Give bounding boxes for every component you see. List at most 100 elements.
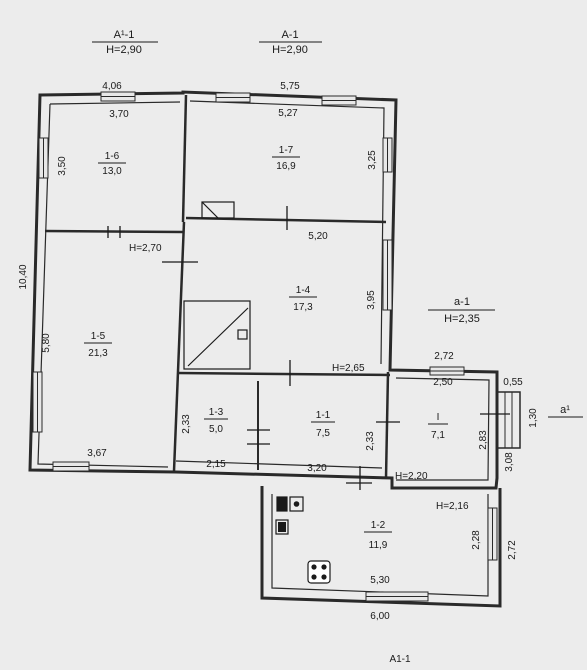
porch-inner [395, 377, 490, 481]
dim-272b: 2,72 [507, 540, 518, 560]
room-1-6: 1-6 13,0 [98, 151, 126, 177]
dim-406: 4,06 [102, 81, 122, 92]
stoop-outline [497, 391, 521, 449]
svg-text:16,9: 16,9 [276, 161, 296, 172]
cooker-icon [275, 519, 289, 535]
wall-16-17 [181, 94, 188, 223]
dim-320: 3,20 [307, 463, 327, 474]
dim-527: 5,27 [278, 108, 298, 119]
window-I-top [429, 366, 465, 376]
dim-600: 6,00 [370, 611, 390, 622]
height-220: Н=2,20 [395, 471, 428, 482]
wall-17-14 [185, 216, 387, 224]
dim-233a: 2,33 [181, 414, 192, 434]
dim-228: 2,28 [471, 530, 482, 550]
wall-16-15 [44, 229, 184, 234]
svg-text:11,9: 11,9 [369, 540, 388, 551]
dim-575: 5,75 [280, 81, 300, 92]
door-13-11 [247, 429, 270, 445]
svg-text:7,5: 7,5 [316, 428, 330, 439]
walls [28, 90, 521, 608]
stove-icon [183, 300, 251, 370]
room-1-3: 1-3 5,0 [204, 407, 228, 435]
window-12-bottom [365, 591, 429, 602]
window-14-right [382, 239, 393, 311]
dim-250: 2,50 [433, 377, 453, 388]
svg-text:1-3: 1-3 [209, 407, 224, 418]
dim-283: 2,83 [478, 430, 489, 450]
wall-14-13 [177, 371, 391, 377]
svg-text:1-5: 1-5 [91, 331, 106, 342]
window-16-left [38, 137, 49, 179]
height-265: Н=2,65 [332, 363, 365, 374]
window-17-top-right [321, 95, 357, 106]
dim-530: 5,30 [370, 575, 390, 586]
dim-580: 5,80 [41, 333, 52, 353]
dim-215: 2,15 [206, 459, 226, 470]
dim-367: 3,67 [87, 448, 107, 459]
dim-325: 3,25 [367, 150, 378, 170]
room-1-4: 1-4 17,3 [289, 285, 317, 313]
svg-text:7,1: 7,1 [431, 430, 445, 441]
door-11-12 [346, 466, 372, 490]
window-17-top-left [215, 92, 251, 103]
room-1-7: 1-7 16,9 [272, 145, 300, 172]
dim-370: 3,70 [109, 109, 129, 120]
annex-code: А¹-1 [114, 29, 135, 41]
room-1-5: 1-5 21,3 [84, 331, 112, 359]
window-15-left [32, 371, 43, 433]
inner-wall-line-main [37, 100, 385, 469]
room-1-2: 1-2 11,9 [364, 520, 392, 551]
svg-text:I: I [437, 412, 440, 423]
svg-text:5,0: 5,0 [209, 424, 223, 435]
svg-text:1-4: 1-4 [296, 285, 311, 296]
dim-395: 3,95 [366, 290, 377, 310]
window-16-top [100, 91, 136, 102]
svg-text:1-2: 1-2 [371, 520, 386, 531]
porch-height: Н=2,35 [444, 313, 480, 325]
annex-height: Н=2,90 [106, 44, 142, 56]
doors [107, 206, 510, 490]
dim-130: 1,30 [528, 408, 539, 428]
height-216: Н=2,16 [436, 501, 469, 512]
outer-wall-12 [260, 486, 502, 608]
fixtures [183, 201, 331, 584]
window-15-bottom [52, 461, 90, 472]
height-270: Н=2,70 [129, 243, 162, 254]
stoop-code: а¹ [560, 404, 570, 416]
room-1-1: 1-1 7,5 [311, 410, 335, 439]
hob-icon [307, 560, 331, 584]
dim-308: 3,08 [504, 452, 515, 472]
dim-272a: 2,72 [434, 351, 454, 362]
svg-text:1-6: 1-6 [105, 151, 120, 162]
dim-520: 5,20 [308, 231, 328, 242]
dim-233b: 2,33 [365, 431, 376, 451]
main-height: Н=2,90 [272, 44, 308, 56]
svg-text:1-1: 1-1 [316, 410, 331, 421]
window-17-right [382, 137, 393, 173]
svg-text:17,3: 17,3 [293, 302, 313, 313]
sink-icon [276, 496, 304, 512]
stoop-steps [504, 392, 513, 448]
stair-icon [201, 201, 235, 219]
footer-fragment: А1-1 [389, 654, 411, 665]
room-I: I 7,1 [428, 412, 448, 441]
dimensions: 4,06 3,70 5,75 5,27 5,20 3,67 2,15 3,20 … [18, 81, 539, 622]
svg-text:1-7: 1-7 [279, 145, 294, 156]
window-12-right [487, 507, 498, 561]
porch-code: а-1 [454, 296, 470, 308]
svg-text:21,3: 21,3 [88, 348, 108, 359]
windows [32, 91, 498, 602]
height-labels: Н=2,70 Н=2,65 Н=2,20 Н=2,16 [129, 243, 469, 512]
dim-1040: 10,40 [18, 264, 29, 289]
wall-11-I [384, 371, 390, 479]
dim-350: 3,50 [57, 156, 68, 176]
main-code: А-1 [281, 29, 298, 41]
door-16-15 [107, 226, 121, 238]
block-labels: А¹-1 Н=2,90 А-1 Н=2,90 а-1 Н=2,35 а¹ [92, 29, 583, 418]
dim-055: 0,55 [503, 377, 523, 388]
wall-15-14 [172, 221, 186, 472]
room-labels: 1-6 13,0 1-7 16,9 1-5 21,3 1-4 17,3 1-3 … [84, 145, 448, 551]
